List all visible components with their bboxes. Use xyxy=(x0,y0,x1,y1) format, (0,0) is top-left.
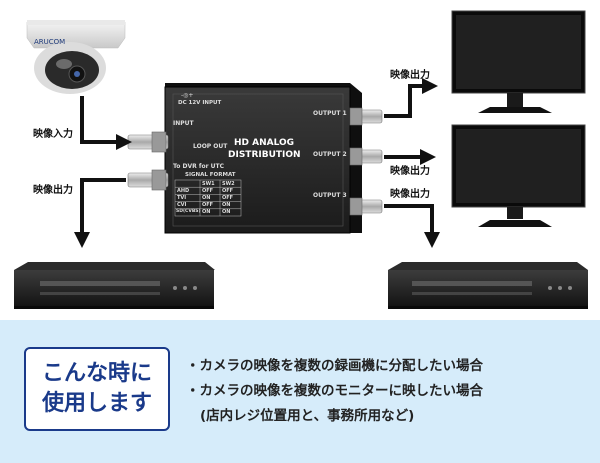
video-output-mid-label: 映像出力 xyxy=(390,166,430,177)
diagram-graphic xyxy=(14,10,588,309)
sf-row-sd: SD(CVBS) xyxy=(176,209,201,214)
signal-format-title: SIGNAL FORMAT xyxy=(185,172,236,178)
sf-header-sw2: SW2 xyxy=(222,181,235,187)
sf-row-tvi: TVI xyxy=(177,195,187,201)
sf-row-ahd: AHD xyxy=(177,188,190,194)
connection-diagram: ARUCOM 映像入力 映像出力 映像出力 映像出力 映像出力 -◎+ DC 1… xyxy=(14,10,588,309)
output-3-label: OUTPUT 3 xyxy=(313,192,347,199)
input-bnc-connector xyxy=(127,131,169,153)
video-output-top-label: 映像出力 xyxy=(390,70,430,81)
power-symbol: -◎+ xyxy=(181,92,194,99)
sf-cell: OFF xyxy=(202,202,214,208)
output3-to-dvr-arrow xyxy=(384,204,440,248)
sf-cell: ON xyxy=(202,209,211,215)
sf-row-cvi: CVI xyxy=(177,202,187,208)
sf-cell: OFF xyxy=(222,195,234,201)
power-input-label: DC 12V INPUT xyxy=(178,100,222,106)
sf-cell: ON xyxy=(202,195,211,201)
loop-out-bnc-connector xyxy=(127,169,169,191)
sf-cell: OFF xyxy=(202,188,214,194)
usage-heading-line1: こんな時に xyxy=(41,361,152,386)
sf-cell: OFF xyxy=(222,188,234,194)
loopout-to-dvr-arrow xyxy=(74,178,126,248)
dvr-left-icon xyxy=(14,262,215,309)
usage-panel: こんな時に 使用します ・カメラの映像を複数の録画機に分配したい場合 ・カメラの… xyxy=(0,320,600,463)
signal-format-table xyxy=(174,179,242,217)
usage-item-note: (店内レジ位置用と、事務所用など) xyxy=(200,408,415,424)
output-3-bnc-connector xyxy=(349,197,383,216)
device-title-line2: DISTRIBUTION xyxy=(228,150,301,160)
video-input-label: 映像入力 xyxy=(33,129,73,140)
dvr-right-icon xyxy=(388,262,588,309)
output-2-label: OUTPUT 2 xyxy=(313,151,347,158)
input-port-label: INPUT xyxy=(173,120,194,127)
camera-brand: ARUCOM xyxy=(34,38,66,46)
usage-heading-line2: 使用します xyxy=(41,391,152,416)
sf-header-sw1: SW1 xyxy=(202,181,215,187)
monitor-top-icon xyxy=(451,10,586,113)
camera-to-input-arrow xyxy=(80,96,132,150)
usage-item: ・カメラの映像を複数のモニターに映したい場合 xyxy=(186,383,483,399)
usage-item: ・カメラの映像を複数の録画機に分配したい場合 xyxy=(186,358,483,374)
output-2-bnc-connector xyxy=(349,147,383,166)
video-output-left-label: 映像出力 xyxy=(33,185,73,196)
output-1-label: OUTPUT 1 xyxy=(313,110,347,117)
usage-list: ・カメラの映像を複数の録画機に分配したい場合 ・カメラの映像を複数のモニターに映… xyxy=(186,354,483,429)
to-dvr-label: To DVR for UTC xyxy=(173,163,224,170)
loop-out-label: LOOP OUT xyxy=(193,143,228,150)
sf-cell: ON xyxy=(222,202,231,208)
usage-heading-box: こんな時に 使用します xyxy=(24,347,170,431)
output-1-bnc-connector xyxy=(349,107,383,126)
dome-camera-icon xyxy=(26,20,126,94)
device-title-line1: HD ANALOG xyxy=(234,138,295,148)
sf-cell: ON xyxy=(222,209,231,215)
monitor-middle-icon xyxy=(451,124,586,227)
video-output-right-label: 映像出力 xyxy=(390,189,430,200)
output1-to-monitor-arrow xyxy=(384,78,438,118)
